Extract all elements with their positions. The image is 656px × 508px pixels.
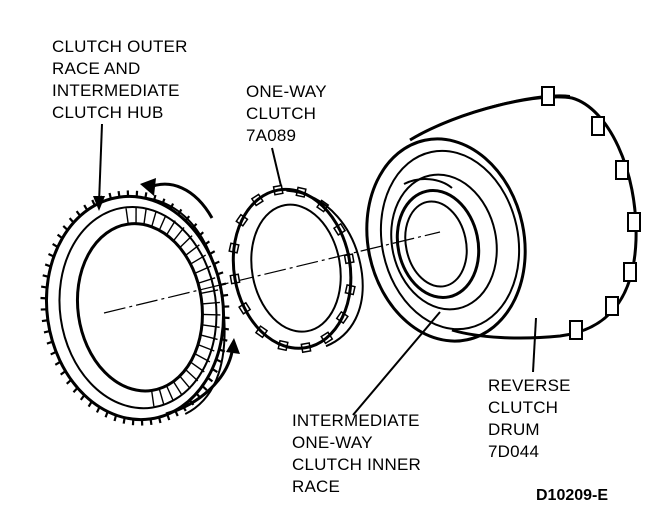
- outer-race-rim-inner-edge: [58, 205, 218, 410]
- drum-top-rim-line: [417, 94, 571, 136]
- rotation-arrow-lower-head: [226, 338, 240, 354]
- leader-reverse-drum: [532, 317, 537, 373]
- hub-spline-line: [158, 214, 167, 231]
- inner-race-outer-edge: [395, 189, 481, 299]
- leader-outer-race: [98, 123, 103, 204]
- drum-lug: [569, 320, 583, 340]
- label-inner-race-line-2: ONE-WAY: [292, 433, 373, 452]
- drum-lug: [541, 86, 555, 106]
- label-reverse-drum-line-4: 7D044: [488, 442, 539, 461]
- one-way-clutch-outer-ring: [231, 187, 353, 350]
- leader-inner-race: [352, 311, 441, 416]
- inner-race-lip-detail: [403, 178, 453, 189]
- center-axis-line: [103, 231, 441, 314]
- hub-spline-line: [143, 208, 147, 225]
- label-outer-race-line-2: RACE AND: [52, 59, 141, 78]
- label-inner-race-line-4: RACE: [292, 477, 340, 496]
- label-one-way-clutch-line-2: CLUTCH: [246, 104, 316, 123]
- label-inner-race-line-3: CLUTCH INNER: [292, 455, 421, 474]
- label-outer-race-line-3: INTERMEDIATE: [52, 81, 180, 100]
- label-inner-race: INTERMEDIATE ONE-WAY CLUTCH INNER RACE: [292, 411, 421, 496]
- label-reverse-drum-line-1: REVERSE: [488, 376, 571, 395]
- label-one-way-clutch-line-3: 7A089: [246, 126, 296, 145]
- one-way-clutch-side-band: [286, 189, 364, 348]
- label-outer-race-line-1: CLUTCH OUTER: [52, 37, 188, 56]
- hub-spline-line: [179, 375, 191, 390]
- drum-lug: [591, 116, 605, 136]
- center-axis: [103, 231, 441, 314]
- hub-spline-line: [135, 207, 137, 224]
- drum-front-face-inner: [379, 149, 521, 331]
- hub-spline-line: [151, 210, 157, 227]
- drum-lug: [605, 296, 619, 316]
- drum-spline-lugs: [541, 86, 641, 340]
- hub-spline-line: [172, 381, 183, 396]
- label-inner-race-line-1: INTERMEDIATE: [292, 411, 420, 430]
- label-one-way-clutch: ONE-WAY CLUTCH 7A089: [246, 82, 327, 145]
- hub-spline-line: [165, 220, 176, 236]
- label-outer-race: CLUTCH OUTER RACE AND INTERMEDIATE CLUTC…: [52, 37, 188, 122]
- one-way-clutch-inner-ring: [250, 203, 342, 333]
- one-way-clutch-7a089: [228, 184, 364, 354]
- label-outer-race-line-4: CLUTCH HUB: [52, 103, 164, 122]
- hub-spline-line: [158, 388, 165, 405]
- hub-spline-line: [202, 313, 221, 316]
- inner-race-flange: [390, 173, 498, 311]
- hub-spline-line: [125, 208, 129, 225]
- label-one-way-clutch-line-1: ONE-WAY: [246, 82, 327, 101]
- drum-front-face-outer: [365, 137, 527, 343]
- hub-spline-line: [165, 385, 174, 401]
- outer-race-side-thickness: [144, 196, 226, 415]
- rotation-arrow-upper-head: [140, 178, 156, 196]
- leader-one-way-clutch: [271, 147, 282, 187]
- hub-spline-line: [201, 301, 220, 305]
- clutch-outer-race-hub: [40, 190, 230, 426]
- hub-spline-line: [185, 369, 199, 382]
- leader-lines: [93, 123, 537, 416]
- outer-race-bore: [75, 222, 204, 393]
- inner-race-bore: [404, 200, 468, 288]
- drum-lug: [623, 262, 637, 282]
- figure-code: D10209-E: [536, 487, 608, 504]
- outer-race-outer-rim: [44, 194, 226, 422]
- drum-lug: [615, 160, 629, 180]
- label-reverse-drum: REVERSE CLUTCH DRUM 7D044: [488, 376, 571, 461]
- drum-lug: [627, 212, 641, 232]
- label-reverse-drum-line-3: DRUM: [488, 420, 540, 439]
- hub-spline-line: [150, 390, 155, 407]
- label-reverse-drum-line-2: CLUTCH: [488, 398, 558, 417]
- reverse-clutch-drum-7d044: [365, 86, 641, 343]
